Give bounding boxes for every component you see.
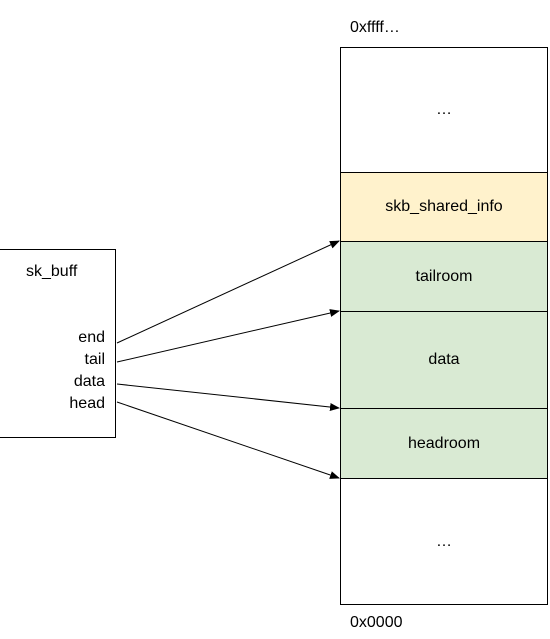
memory-block-headroom: headroom [340,408,548,479]
headroom-label: headroom [407,434,481,452]
memory-block-skb-shared-info: skb_shared_info [340,172,548,242]
sk-buff-title: sk_buff [26,263,78,280]
field-head: head [69,395,105,412]
arrow-head-pointer [116,401,340,479]
data-region-label: data [428,351,460,368]
memory-block-upper-ellipsis: … [340,47,548,173]
arrow-tail-pointer [116,309,340,363]
field-end: end [78,329,105,346]
memory-block-tailroom: tailroom [340,241,548,312]
tailroom-label: tailroom [415,267,473,285]
memory-block-data: data [340,311,548,409]
arrow-data-pointer [116,383,340,412]
field-data: data [73,373,105,390]
skb-shared-info-label: skb_shared_info [385,198,503,215]
sk-buff-struct-box: sk_buff end tail data head [0,249,116,438]
top-address-label: 0xffff… [350,19,400,36]
arrow-end-pointer [116,240,340,344]
memory-block-lower-ellipsis: … [340,478,548,605]
field-tail: tail [84,351,105,368]
bottom-address-label: 0x0000 [350,614,403,631]
lower-ellipsis-label: … [436,532,452,550]
upper-ellipsis-label: … [436,101,452,118]
